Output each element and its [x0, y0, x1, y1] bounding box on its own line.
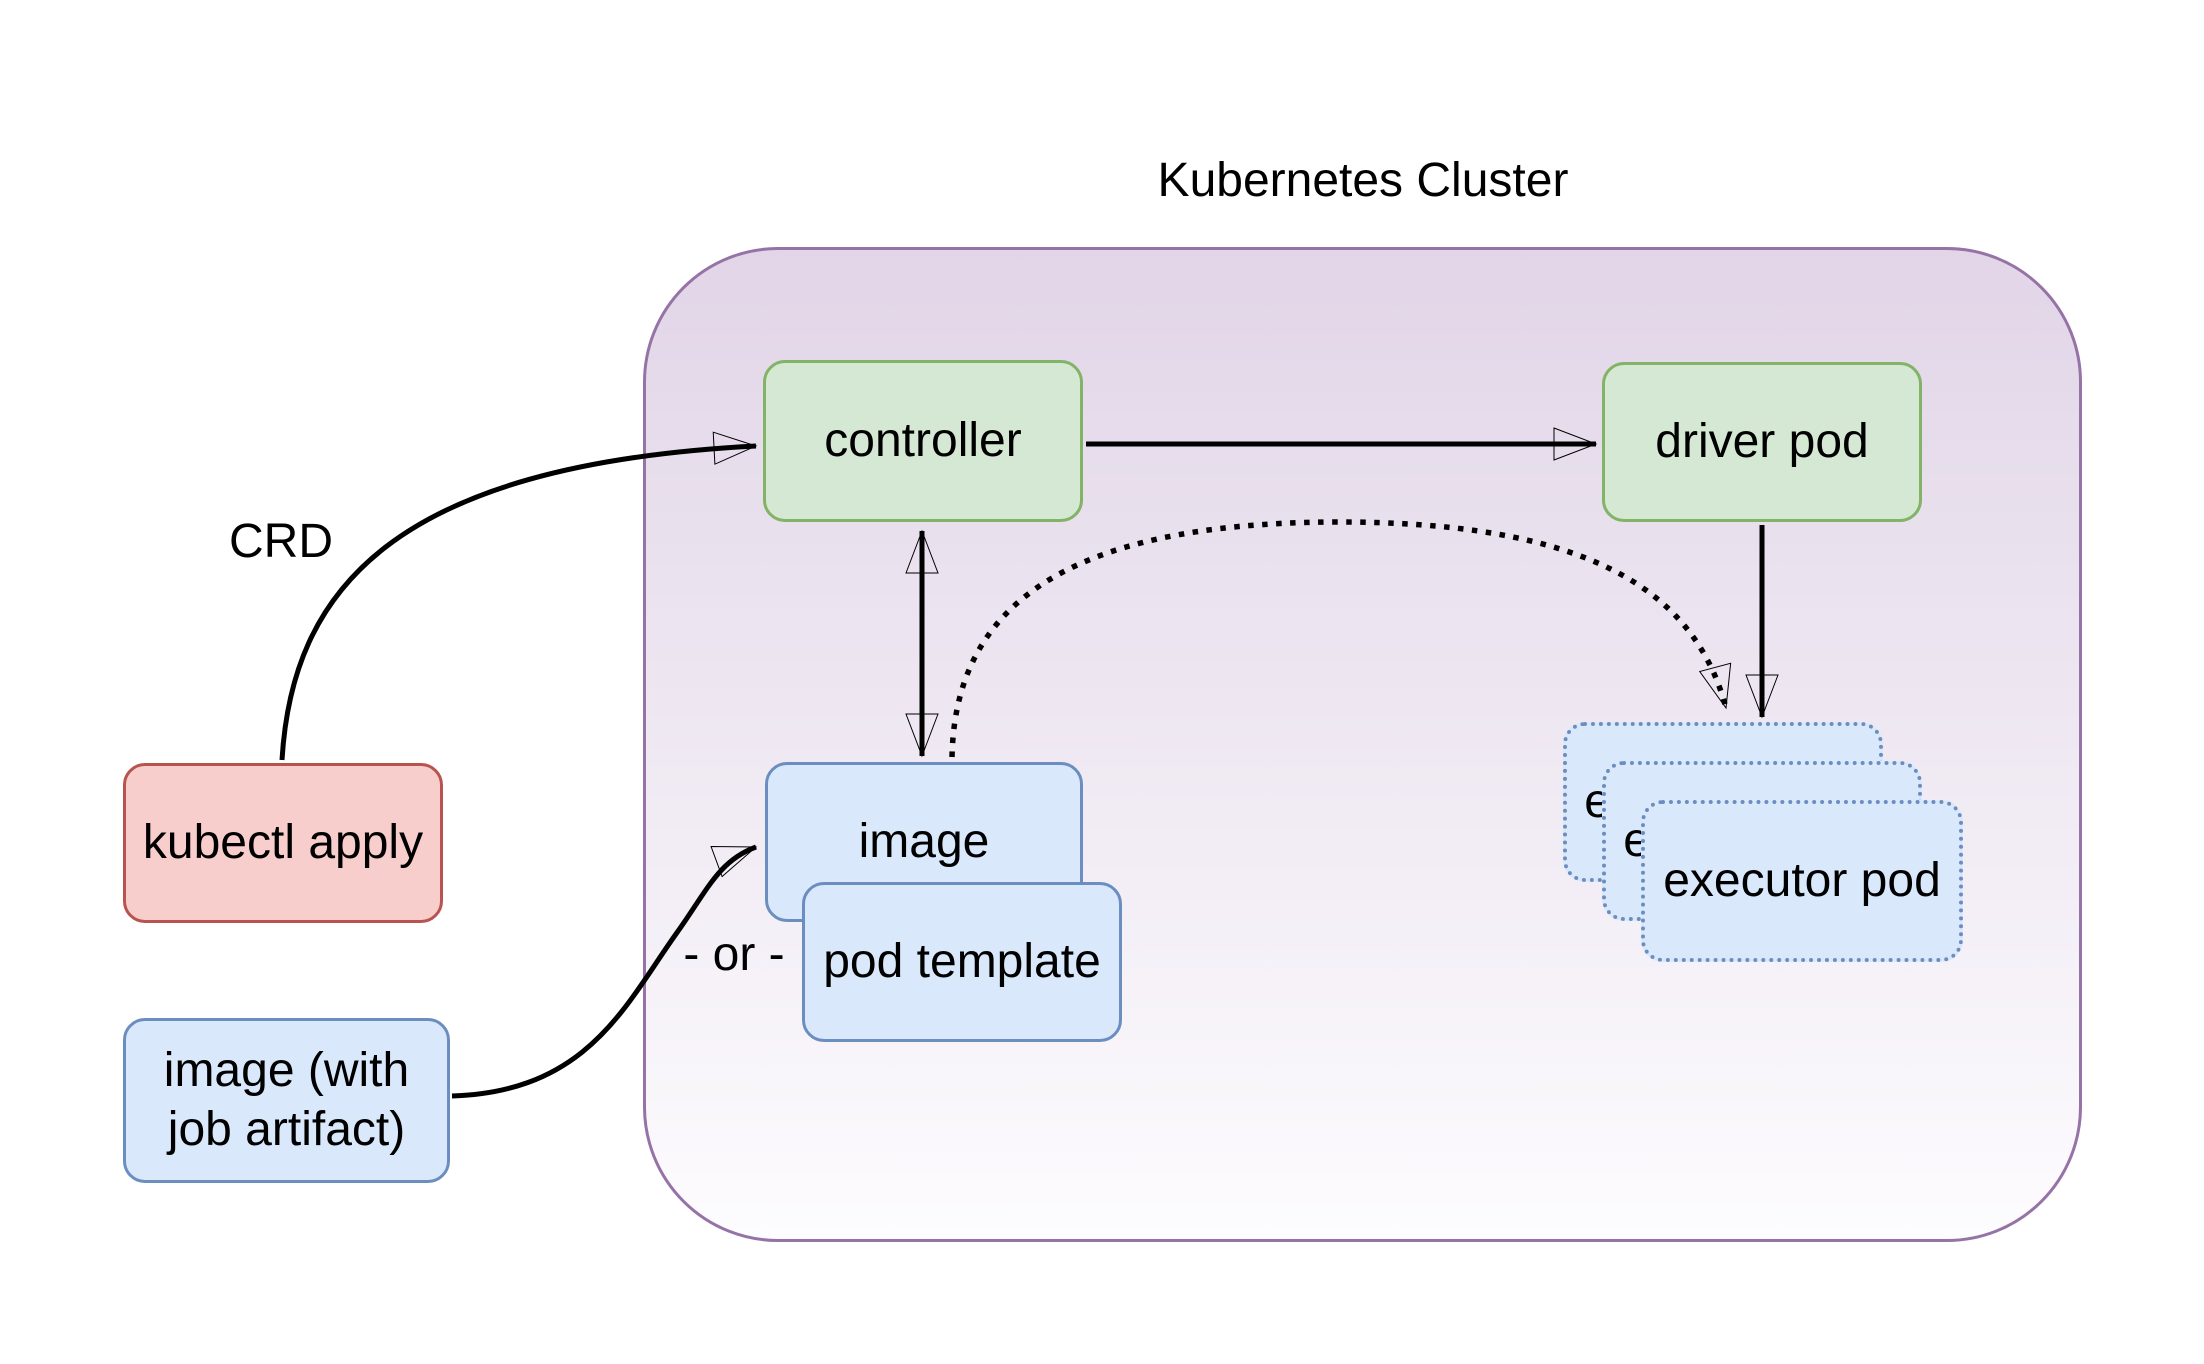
node-kubectl-apply-label: kubectl apply — [142, 815, 424, 869]
node-controller: controller — [763, 360, 1083, 522]
node-pod-template-label: pod template — [823, 934, 1101, 988]
node-image-label: image — [858, 814, 990, 868]
edge-image-to-executors-dotted — [949, 519, 1732, 758]
node-pod-template: pod template — [802, 882, 1122, 1042]
node-driver-pod-label: driver pod — [1655, 414, 1869, 468]
edge-job-artifact-image-to-image — [451, 844, 758, 1099]
cluster-title: Kubernetes Cluster — [1157, 154, 1569, 207]
node-image-with-job-artifact: image (with job artifact) — [123, 1018, 450, 1183]
node-executor-pod-front: executor pod — [1641, 800, 1963, 962]
node-driver-pod: driver pod — [1602, 362, 1922, 522]
edge-crd-kubectl-to-controller — [279, 431, 758, 761]
node-controller-label: controller — [824, 413, 1022, 467]
crd-edge-label: CRD — [229, 515, 333, 568]
node-image-with-job-artifact-label: image (with job artifact) — [163, 1043, 410, 1156]
node-executor-pod-front-label: executor pod — [1663, 853, 1941, 907]
node-kubectl-apply: kubectl apply — [123, 763, 443, 923]
or-edge-label: - or - — [683, 928, 785, 981]
